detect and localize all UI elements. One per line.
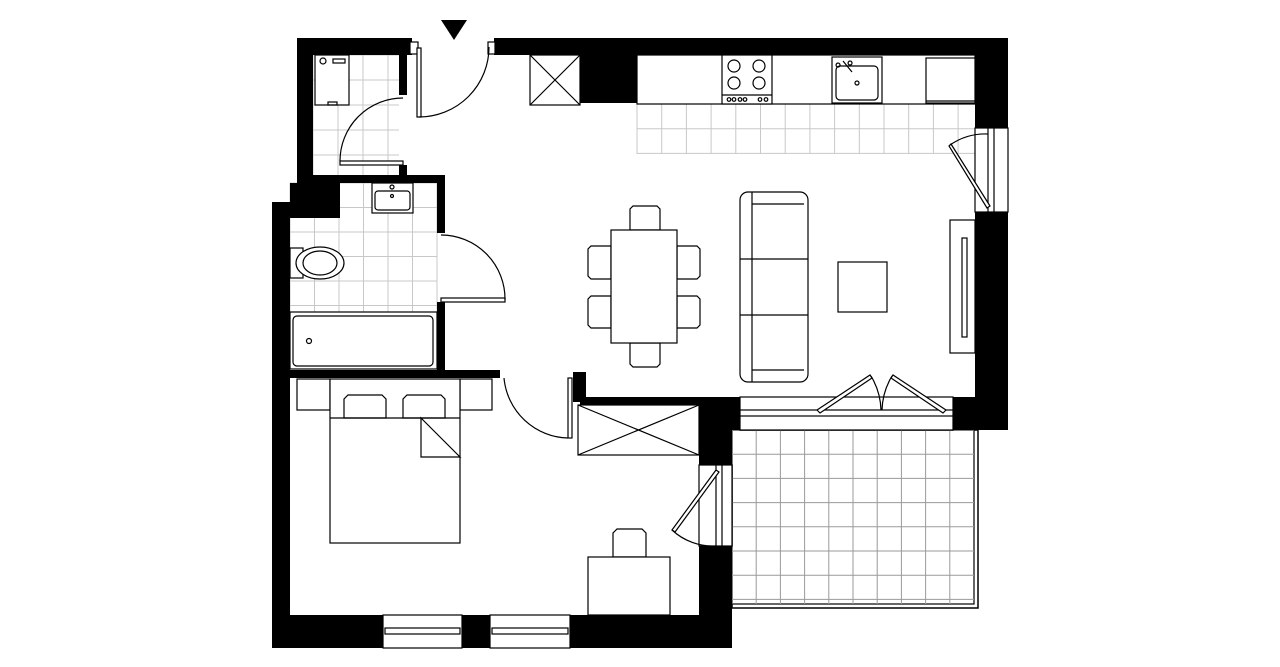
coffee-table (837, 261, 888, 313)
bathtub-icon (289, 311, 438, 370)
sink-icon (371, 182, 414, 214)
bedroom-window-left (382, 614, 463, 649)
bed-icon (296, 378, 493, 544)
dining-table-icon (587, 205, 701, 368)
stove-knob (757, 97, 763, 102)
wardrobe-icon (577, 404, 700, 456)
windows (382, 127, 1009, 649)
stove-knob (737, 97, 743, 102)
entrance-door[interactable] (409, 41, 496, 118)
bedroom-door[interactable] (503, 377, 573, 439)
kitchen-floor-tiles (636, 103, 975, 154)
laundry-door[interactable] (339, 97, 404, 166)
living-balcony-doors[interactable] (816, 374, 947, 414)
ventilation-shaft (529, 54, 581, 106)
walls (272, 38, 1008, 648)
desk-icon (587, 528, 671, 616)
bedroom-window-right (489, 614, 571, 649)
kitchen-sink-icon (831, 56, 883, 104)
stove-knob (726, 97, 732, 102)
fridge-icon (925, 57, 976, 104)
stove-knob (763, 97, 769, 102)
tv-icon (949, 219, 976, 354)
stove-icon (721, 54, 773, 105)
kitchen-counter (636, 54, 976, 105)
stove-knob (742, 97, 748, 102)
sofa-icon (739, 191, 809, 383)
stove-knob (731, 97, 737, 102)
bedroom-balcony-window (698, 464, 733, 547)
living-window (739, 396, 954, 431)
kitchen-window-door[interactable] (948, 133, 991, 209)
bathroom-door[interactable] (440, 234, 506, 303)
balcony (731, 429, 979, 609)
entrance-arrow-icon (441, 20, 467, 40)
kitchen-window (974, 127, 1009, 213)
bedroom-balcony-door[interactable] (671, 469, 720, 547)
washing-machine-icon (314, 54, 350, 106)
toilet-icon (289, 246, 345, 280)
